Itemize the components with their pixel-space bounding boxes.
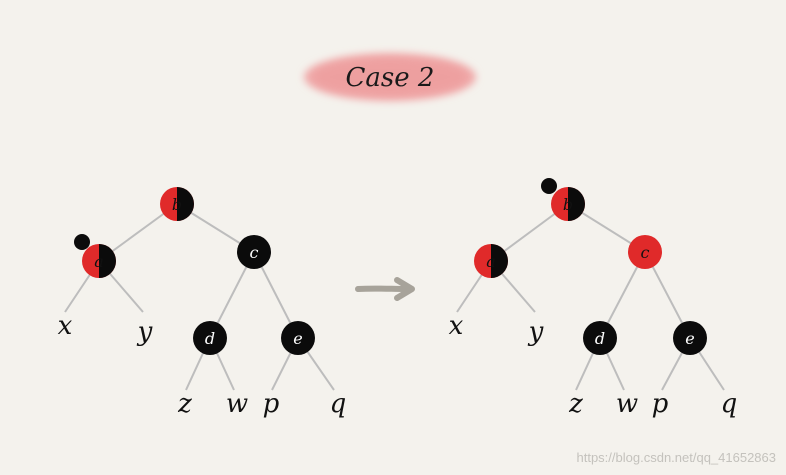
node-a-before: a <box>74 234 116 278</box>
node-c-label: c <box>641 243 650 262</box>
title-text: Case 2 <box>346 63 435 93</box>
title-badge: Case 2 <box>304 53 476 101</box>
leaf-x: x <box>449 311 464 341</box>
leaf-w: w <box>226 389 248 419</box>
node-a-after: a <box>474 244 508 278</box>
extra-black-marker <box>541 178 557 194</box>
right-arrow-icon <box>355 277 415 301</box>
leaf-z: z <box>568 389 583 419</box>
node-d-label: d <box>205 329 215 348</box>
node-e-before: e <box>281 321 315 355</box>
node-b-label: b <box>563 195 573 214</box>
node-e-after: e <box>673 321 707 355</box>
leaf-q: q <box>721 389 738 419</box>
node-b-label: b <box>172 195 182 214</box>
leaf-y: y <box>137 317 153 347</box>
leaf-z: z <box>177 389 192 419</box>
tree-after: b a c d e x y z w p q <box>449 178 738 419</box>
node-d-before: d <box>193 321 227 355</box>
leaf-w: w <box>616 389 638 419</box>
node-c-before: c <box>237 235 271 269</box>
node-e-label: e <box>293 329 302 348</box>
edges-before <box>64 203 335 391</box>
leaf-p: p <box>263 389 280 419</box>
leaves-before: x y z w p q <box>58 311 347 419</box>
node-c-after: c <box>628 235 662 269</box>
node-b-after: b <box>541 178 585 221</box>
node-b-before: b <box>160 187 194 221</box>
node-c-label: c <box>250 243 259 262</box>
node-a-label: a <box>486 252 496 271</box>
node-e-label: e <box>685 329 694 348</box>
edges-after <box>456 203 725 391</box>
watermark-text: https://blog.csdn.net/qq_41652863 <box>576 450 777 465</box>
extra-black-marker <box>74 234 90 250</box>
node-a-label: a <box>94 252 104 271</box>
leaf-q: q <box>330 389 347 419</box>
leaf-p: p <box>652 389 669 419</box>
leaf-y: y <box>528 317 544 347</box>
node-d-after: d <box>583 321 617 355</box>
tree-before: b a c d e x y z w p q <box>58 187 347 419</box>
leaves-after: x y z w p q <box>449 311 738 419</box>
leaf-x: x <box>58 311 73 341</box>
node-d-label: d <box>595 329 605 348</box>
